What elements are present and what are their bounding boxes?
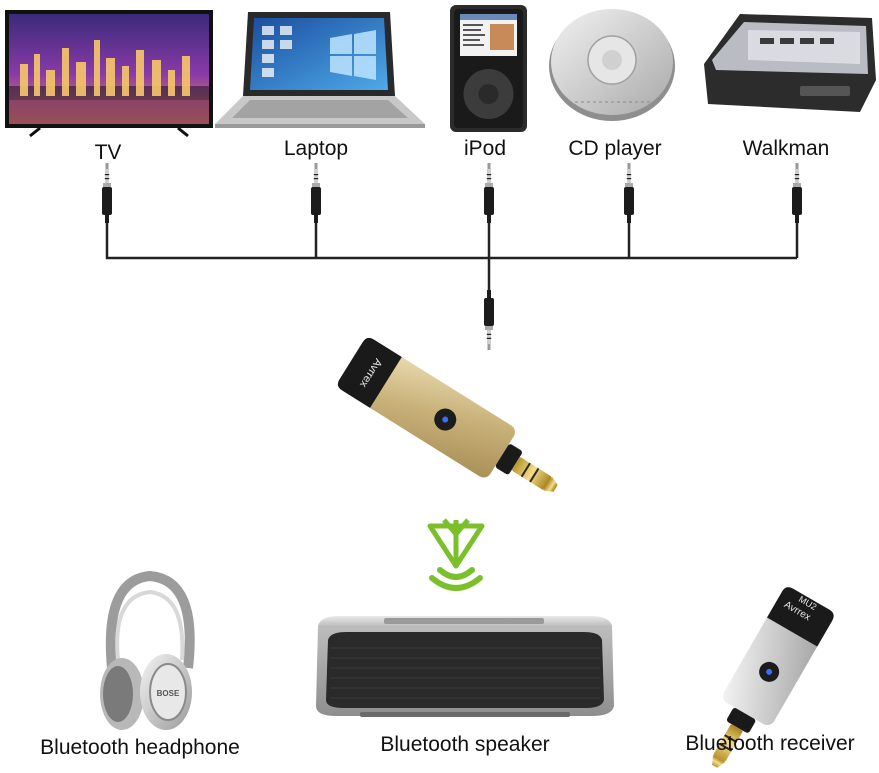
label-tv: TV: [94, 141, 122, 164]
audio-jack-output: [484, 290, 494, 350]
svg-text:BOSE: BOSE: [157, 689, 180, 698]
label-bluetooth-headphone: Bluetooth headphone: [40, 736, 240, 759]
headphone-icon: BOSE: [100, 570, 195, 730]
label-cd-player: CD player: [568, 137, 662, 160]
audio-jack-walkman: [792, 163, 802, 223]
label-laptop: Laptop: [283, 137, 349, 160]
speaker-icon: [316, 616, 614, 717]
audio-jack-ipod: [484, 163, 494, 223]
label-ipod: iPod: [463, 137, 507, 160]
laptop-icon: [215, 12, 425, 128]
bluetooth-transmitter-icon: Avrrex: [337, 337, 558, 492]
ipod-icon: [450, 5, 527, 132]
audio-jack-tv: [102, 163, 112, 223]
label-bluetooth-receiver: Bluetooth receiver: [685, 732, 855, 755]
cable-network: [105, 223, 799, 292]
audio-jack-laptop: [311, 163, 321, 223]
label-walkman: Walkman: [742, 137, 830, 160]
cd-player-icon: [549, 9, 675, 121]
receiver-icon: Avrrex MU2: [712, 587, 834, 768]
label-bluetooth-speaker: Bluetooth speaker: [380, 733, 550, 756]
bluetooth-icon: [427, 518, 485, 591]
walkman-icon: [704, 14, 876, 112]
audio-jack-cd-player: [624, 163, 634, 223]
tv-icon: [5, 10, 213, 138]
